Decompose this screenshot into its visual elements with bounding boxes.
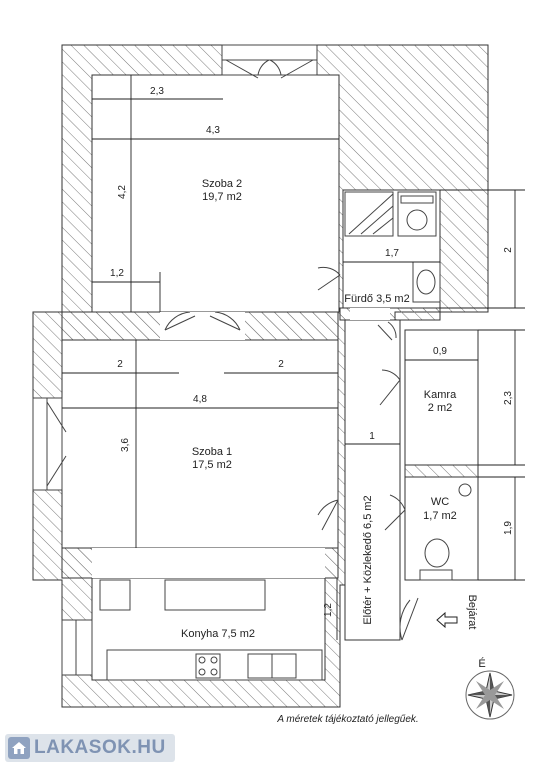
dim-furdo-width: 1,7 <box>385 248 399 259</box>
house-icon <box>8 737 30 759</box>
dim-szoba1-width: 4,8 <box>193 394 207 405</box>
dim-konyha-height: 1,2 <box>323 603 334 617</box>
kitchen-counter-top <box>164 579 266 611</box>
fixtures <box>99 191 472 681</box>
dim-wc-height: 1,9 <box>503 521 514 535</box>
room-area-szoba1: 17,5 m2 <box>192 459 232 471</box>
room-name-kamra: Kamra <box>424 389 457 401</box>
dim-szoba1-right: 2 <box>278 359 284 370</box>
dim-eloter-width: 1 <box>369 431 375 442</box>
room-eloter <box>344 319 401 641</box>
dim-szoba2-height: 4,2 <box>117 185 128 199</box>
shower <box>344 191 394 237</box>
room-szoba1 <box>61 339 339 549</box>
room-name-szoba1: Szoba 1 <box>192 446 232 458</box>
kitchen-cabinet <box>99 579 131 611</box>
disclaimer-note: A méretek tájékoztató jellegűek. <box>276 714 418 725</box>
compass-label: É <box>478 657 485 670</box>
room-name-wc: WC <box>431 496 449 508</box>
room-name-szoba2: Szoba 2 <box>202 178 242 190</box>
entrance-label: Bejárat <box>466 595 478 630</box>
dim-kamra-width: 0,9 <box>433 346 447 357</box>
dim-szoba1-left: 2 <box>117 359 123 370</box>
logo-text: LAKASOK.HU <box>34 737 166 758</box>
dimension-lines <box>62 75 525 640</box>
dim-szoba1-height: 3,6 <box>120 438 131 452</box>
room-label-eloter: Előtér + Közlekedő 6,5 m2 <box>362 495 374 624</box>
dim-szoba2-width: 4,3 <box>206 125 220 136</box>
dim-furdo-height: 2 <box>503 247 514 253</box>
room-area-kamra: 2 m2 <box>428 402 452 414</box>
room-kamra <box>404 329 479 466</box>
dim-kamra-height: 2,3 <box>503 391 514 405</box>
room-area-szoba2: 19,7 m2 <box>202 191 242 203</box>
compass-icon <box>465 670 515 720</box>
room-area-wc: 1,7 m2 <box>423 510 457 522</box>
room-label-konyha: Konyha 7,5 m2 <box>181 628 255 640</box>
dim-szoba2-small: 1,2 <box>110 268 124 279</box>
site-logo[interactable]: LAKASOK.HU <box>5 734 175 762</box>
room-szoba2 <box>91 74 340 313</box>
doors-windows <box>32 44 419 676</box>
toilet <box>419 569 453 581</box>
entrance-arrow <box>436 611 458 629</box>
dim-szoba2-top: 2,3 <box>150 86 164 97</box>
room-label-furdo: Fürdő 3,5 m2 <box>344 293 409 305</box>
